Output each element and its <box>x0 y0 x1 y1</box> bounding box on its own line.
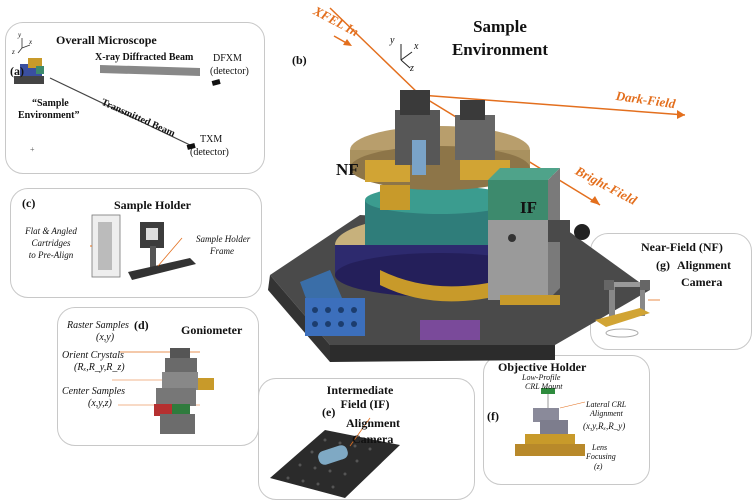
panel-e-title-line2: Field (IF) <box>340 397 390 411</box>
panel-b-title-line2: Environment <box>451 40 549 59</box>
panel-a-title: Overall Microscope <box>56 33 157 47</box>
axis-b-z: z <box>410 63 414 74</box>
panel-e-tag: (e) <box>322 405 336 419</box>
panel-goniometer <box>57 307 259 446</box>
panel-b-tag: (b) <box>292 53 307 67</box>
panel-b-title-line1: Sample <box>473 17 527 36</box>
panel-d-tag: (d) <box>134 318 149 332</box>
panel-f-title: Objective Holder <box>498 360 587 374</box>
orient-label-line1: Orient Crystals <box>62 350 124 361</box>
raster-label-line2: (x,y) <box>96 332 115 343</box>
panel-d-title: Goniometer <box>181 323 243 337</box>
panel-e-title-line3: Alignment <box>346 416 400 430</box>
dfxm-detector <box>211 79 221 86</box>
nf-camera-illustration <box>595 280 660 338</box>
nf-label: NF <box>336 160 359 179</box>
frame-label-line2: Frame <box>210 246 234 256</box>
axes-icon-a <box>17 38 31 54</box>
txm-sublabel: (detector) <box>190 147 229 158</box>
txm-detector <box>186 143 196 150</box>
dark-field-arrow <box>677 110 685 119</box>
panel-e-title-line1: Intermediate <box>326 383 394 397</box>
axis-a-x: x <box>29 38 33 46</box>
panel-g-tag: (g) <box>656 258 670 272</box>
bright-field-arrow <box>590 196 600 205</box>
lateral-label-line1: Lateral CRL <box>586 400 627 409</box>
axis-b-x: x <box>414 41 419 52</box>
cartridges-label-line2: Cartridges <box>31 238 71 248</box>
orient-label-line2: (Rₓ,R_y,R_z) <box>74 362 125 373</box>
center-label-line2: (x,y,z) <box>88 398 112 409</box>
lateral-label-line3: (x,y,Rₓ,R_y) <box>583 421 626 431</box>
lowprofile-label-line2: CRL Mount <box>525 382 563 391</box>
axes-icon-b <box>400 44 413 69</box>
txm-label: TXM <box>200 134 223 145</box>
panel-f-tag: (f) <box>487 409 499 423</box>
xfel-incoming-beam <box>329 7 421 96</box>
if-camera-illustration <box>270 417 400 498</box>
objective-holder-illustration <box>515 388 586 456</box>
sample-env-label-line2: Environment” <box>18 110 80 121</box>
panel-overall-microscope <box>5 22 265 174</box>
xfel-arrow-head <box>343 39 352 46</box>
transmitted-beam-line <box>49 77 191 146</box>
sample-environment-machine <box>268 90 650 362</box>
dfxm-label: DFXM <box>213 53 242 64</box>
dfxm-sublabel: (detector) <box>210 66 249 77</box>
panel-c-tag: (c) <box>22 196 36 210</box>
if-label: IF <box>520 198 537 217</box>
panel-e-title-line4: Camera <box>352 432 394 446</box>
lateral-label-line2: Alignment <box>590 409 623 418</box>
lowprofile-label-line1: Low-Profile <box>522 373 561 382</box>
panel-c-title: Sample Holder <box>114 198 191 212</box>
diffracted-beam-bar <box>100 65 200 76</box>
sample-environment-mini <box>14 58 44 84</box>
panel-g-title-line1: Near-Field (NF) <box>641 240 723 254</box>
panel-g-title-line2: Alignment <box>677 258 731 272</box>
panel-nf-camera <box>590 233 752 350</box>
frame-label-line1: Sample Holder <box>196 234 251 244</box>
cartridges-label-line1: Flat & Angled <box>25 226 77 236</box>
axis-a-y: y <box>18 31 22 39</box>
lens-label-line3: (z) <box>594 462 603 471</box>
center-label-line1: Center Samples <box>62 386 126 397</box>
panel-a-tag: (a) <box>10 64 24 78</box>
cartridges-label-line3: to Pre-Align <box>28 250 74 260</box>
sample-env-label-line1: “Sample <box>32 98 69 109</box>
panel-sample-holder <box>10 188 262 298</box>
panel-g-title-line3: Camera <box>681 275 723 289</box>
lens-label-line1: Lens <box>592 443 608 452</box>
goniometer-illustration <box>112 348 214 434</box>
sample-holder-illustration <box>90 214 196 280</box>
axis-a-z: z <box>12 48 15 56</box>
dark-field-beam <box>419 94 686 116</box>
diffracted-beam-label: X-ray Diffracted Beam <box>95 52 194 63</box>
lens-label-line2: Focusing <box>586 452 616 461</box>
small-axis-mark: + <box>30 145 35 154</box>
axis-b-y: y <box>390 35 395 46</box>
raster-label-line1: Raster Samples <box>67 320 129 331</box>
